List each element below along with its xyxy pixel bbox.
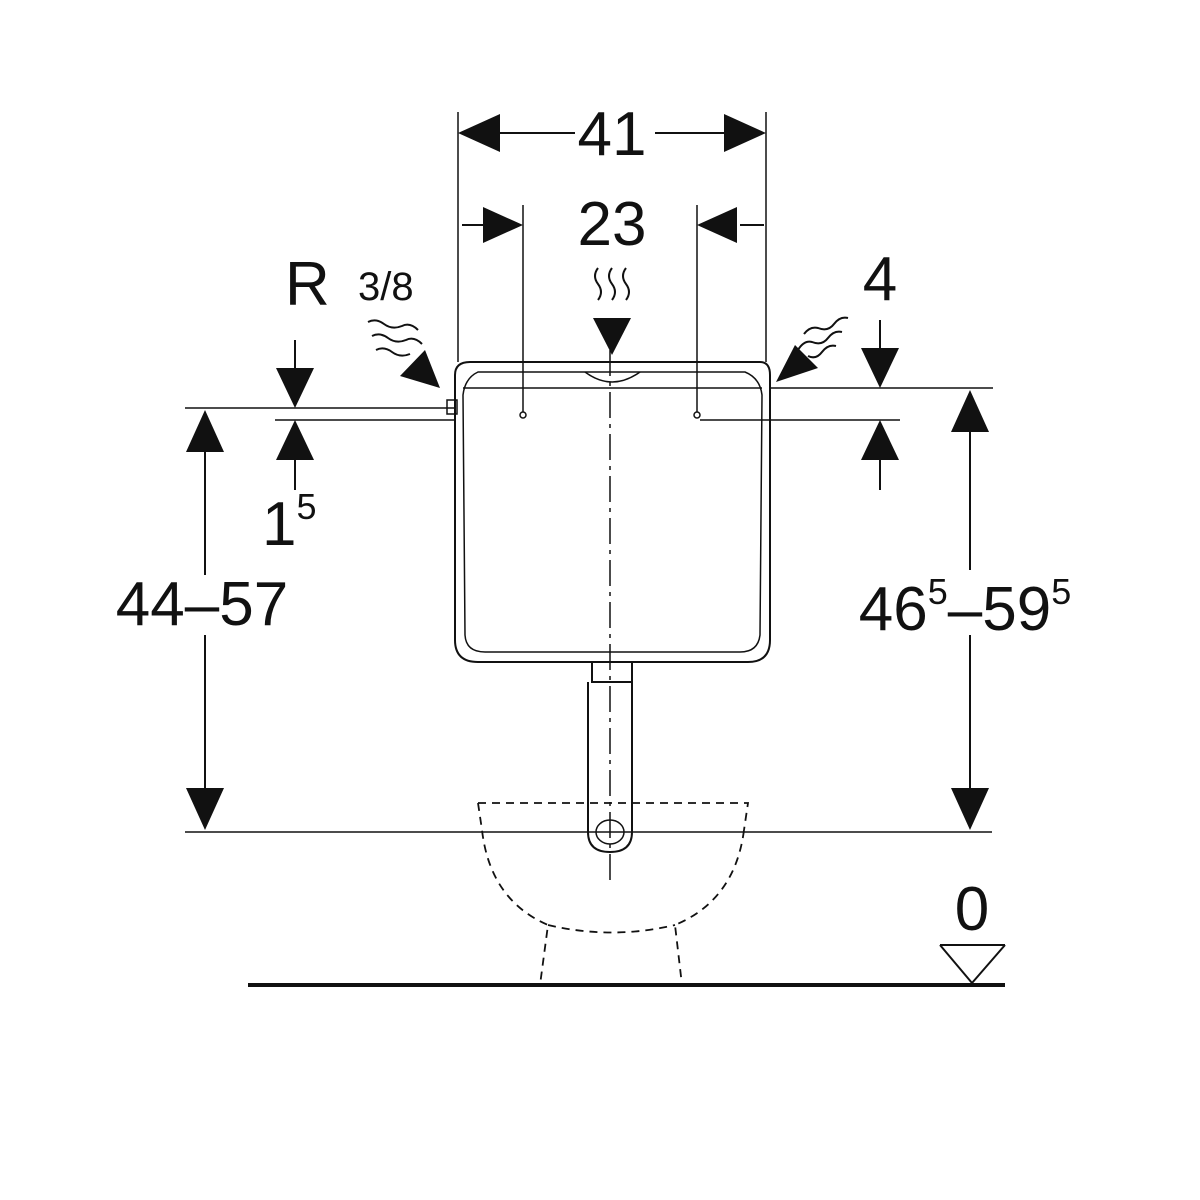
- arrowhead-icon: [724, 114, 766, 152]
- label-height-right: 465–595: [859, 571, 1071, 644]
- label-thread: R: [285, 250, 330, 319]
- dimension-offset-top: 4: [861, 245, 899, 490]
- label-floor-level: 0: [955, 875, 989, 944]
- water-inlet-icons: R 3/8: [285, 250, 849, 388]
- wavy-arrow-top-icon: [593, 267, 631, 355]
- dimension-inlet-23: 23: [462, 190, 764, 259]
- cistern-tank: [446, 361, 771, 663]
- label-width-total: 41: [578, 100, 647, 169]
- label-thread-size: 3/8: [358, 265, 414, 309]
- label-offset-top: 4: [863, 245, 897, 314]
- label-inlet-spacing: 23: [578, 190, 647, 259]
- floor-level-marker: 0: [939, 875, 1006, 985]
- inlet-connector-left: [446, 399, 458, 415]
- wavy-arrow-right-icon: [776, 316, 849, 382]
- dimension-width-41: 41: [458, 100, 766, 169]
- dimension-height-left: 44–57: [116, 410, 288, 830]
- toilet-bowl-outline: [477, 802, 750, 986]
- dimension-height-right: 465–595: [859, 390, 1071, 830]
- wavy-arrow-left-icon: [367, 319, 440, 388]
- arrowhead-icon: [458, 114, 500, 152]
- dimension-offset-left: 15: [262, 340, 317, 559]
- label-offset-left: 15: [262, 486, 317, 559]
- label-height-left: 44–57: [116, 570, 288, 639]
